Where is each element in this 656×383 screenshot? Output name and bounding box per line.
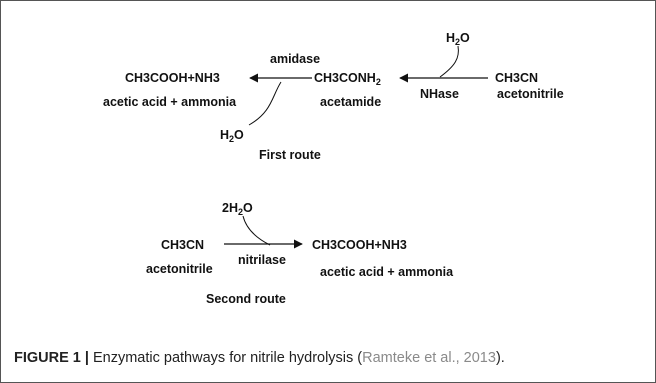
route2-substrate-name: acetonitrile <box>146 262 213 276</box>
figure-caption: FIGURE 1 | Enzymatic pathways for nitril… <box>14 350 505 366</box>
route1-substrate-name: acetonitrile <box>497 87 564 101</box>
route1-products-name: acetic acid + ammonia <box>103 95 237 109</box>
caption-citation-link: Ramteke et al., 2013 <box>362 350 496 366</box>
route1-substrate: CH3CN <box>495 71 538 85</box>
caption-text: Enzymatic pathways for nitrile hydrolysi… <box>89 350 362 366</box>
route1-products: CH3COOH+NH3 <box>125 71 220 85</box>
route2-water: 2H2O <box>222 201 253 217</box>
route2-substrate: CH3CN <box>161 238 204 252</box>
route1-water-top-curve <box>439 45 459 78</box>
route2-products-name: acetic acid + ammonia <box>320 265 454 279</box>
route1-water-top: H2O <box>446 31 470 47</box>
route2-water-curve <box>242 215 271 246</box>
route2-enzyme: nitrilase <box>238 253 286 267</box>
route1-intermediate: CH3CONH2 <box>314 71 381 87</box>
caption-label: FIGURE 1 | <box>14 350 89 366</box>
caption-tail: ). <box>496 350 505 366</box>
route1-water-bottom: H2O <box>220 128 244 144</box>
route2-label: Second route <box>206 292 286 306</box>
route1-label: First route <box>259 148 321 162</box>
route1-enzyme-amidase: amidase <box>270 52 320 66</box>
route1-water-bottom-curve <box>248 81 282 126</box>
route1-intermediate-name: acetamide <box>320 95 381 109</box>
route2-products: CH3COOH+NH3 <box>312 238 407 252</box>
route1-enzyme-nhase: NHase <box>420 87 459 101</box>
